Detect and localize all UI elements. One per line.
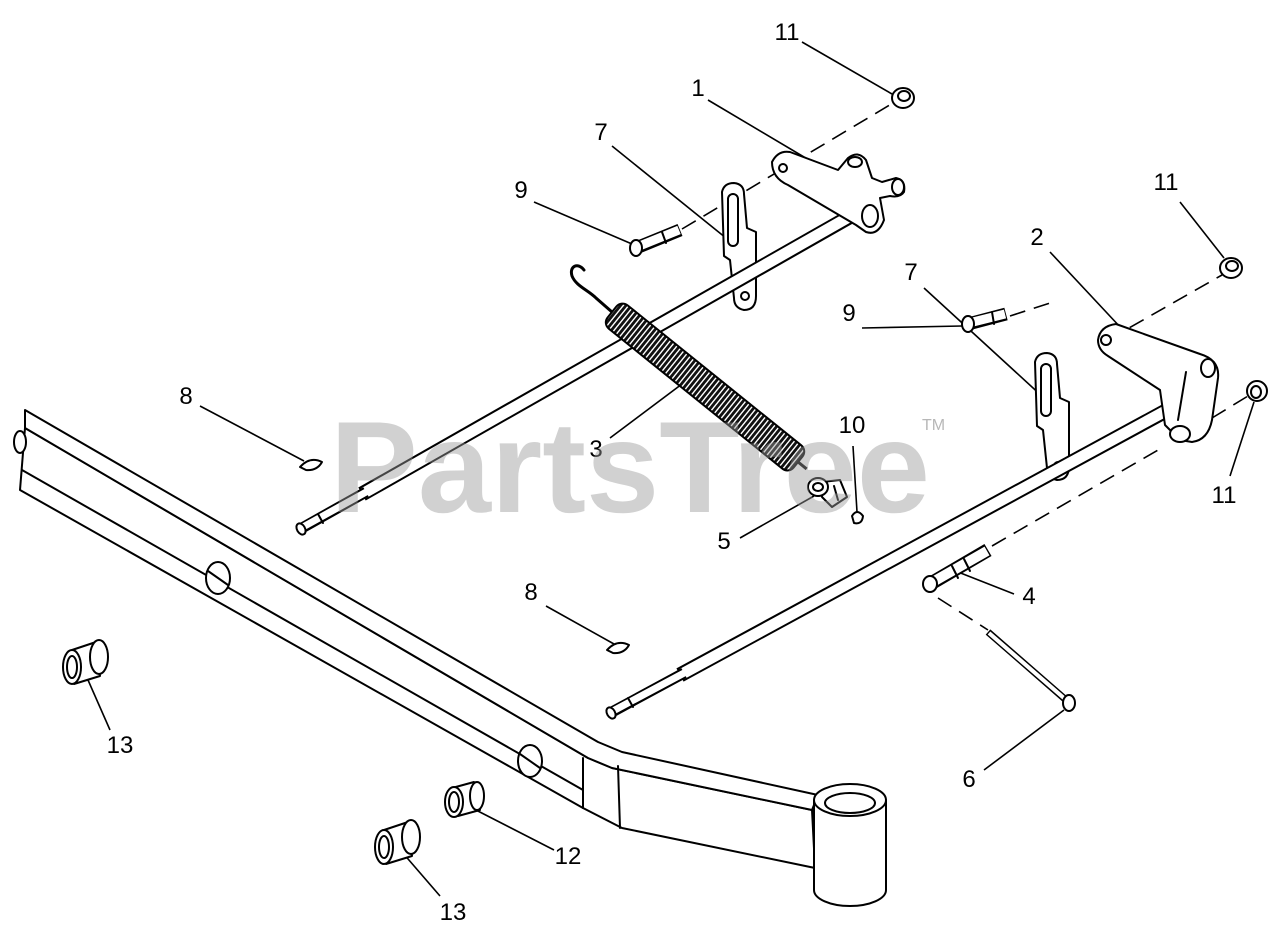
nut-11 (1246, 380, 1268, 402)
leader-line (533, 201, 633, 245)
rod-upper (295, 205, 862, 536)
pivot-pin (922, 543, 992, 593)
pivot-bracket-1 (771, 150, 906, 234)
leader-line (611, 145, 727, 239)
leader-line (199, 405, 305, 462)
spring-tail (797, 460, 808, 471)
leader-line (923, 287, 1045, 399)
leader-line (852, 445, 858, 513)
rod-tip (605, 706, 617, 720)
callout-13: 13 (107, 732, 134, 759)
rod-tip (295, 522, 307, 536)
frame-edge-line (21, 469, 584, 791)
frame-top-face (24, 409, 819, 811)
frame-slot-hole (517, 744, 543, 778)
leader-line (983, 709, 1065, 771)
leader-line (545, 605, 615, 645)
callout-5: 5 (717, 528, 730, 555)
alignment-line (1211, 395, 1249, 419)
leader-line (1229, 401, 1255, 477)
callout-9: 9 (842, 300, 855, 327)
alignment-line (1107, 274, 1223, 341)
leader-line (609, 377, 691, 439)
alignment-line (1009, 302, 1051, 317)
callout-9: 9 (514, 177, 527, 204)
callout-1: 1 (691, 75, 704, 102)
leader-line (401, 851, 441, 897)
pivot-tube (813, 783, 887, 907)
frame-slot-hole (13, 430, 27, 454)
alignment-line (937, 597, 989, 631)
callout-2: 2 (1030, 224, 1043, 251)
leader-line (861, 325, 963, 329)
rod-groove (627, 697, 634, 708)
leader-line (739, 495, 815, 539)
alignment-line (681, 102, 894, 230)
callout-8: 8 (524, 579, 537, 606)
callout-11: 11 (1212, 482, 1237, 509)
callout-10: 10 (839, 412, 866, 439)
leader-line (87, 679, 111, 731)
alignment-line (991, 445, 1166, 547)
rod-taper-body (301, 487, 370, 531)
leader-line (957, 571, 1015, 595)
alignment-lines (681, 102, 1249, 631)
pivot-bracket-2 (1097, 323, 1220, 443)
leader-line (801, 41, 893, 95)
callout-11: 11 (1154, 169, 1179, 196)
spring-adjuster (807, 477, 848, 508)
leader-line (1179, 201, 1225, 259)
callout-8: 8 (179, 383, 192, 410)
pin-upper (629, 223, 683, 257)
rod-body (679, 396, 1187, 679)
pin-lower (961, 307, 1008, 333)
callout-6: 6 (962, 766, 975, 793)
hair-clip (299, 458, 323, 472)
bushing-13 (62, 639, 109, 685)
watermark-text: PartsTree (330, 394, 930, 540)
callout-labels: 11 1 7 9 11 2 7 9 8 3 10 5 11 4 8 6 13 1… (107, 19, 1237, 926)
long-pin (985, 629, 1076, 712)
callout-11: 11 (775, 19, 800, 46)
spring-clip (851, 511, 864, 525)
callout-12: 12 (555, 843, 582, 870)
bushing-13 (374, 819, 421, 865)
spring-hook (569, 264, 614, 314)
rod-taper-body (611, 668, 688, 715)
callout-3: 3 (589, 436, 602, 463)
leader-line (471, 807, 555, 851)
watermark: PartsTree TM (330, 394, 945, 540)
frame-slot-hole (205, 561, 231, 595)
nut-11 (891, 87, 915, 109)
callout-4: 4 (1022, 583, 1035, 610)
nut-11 (1219, 257, 1243, 279)
hair-clip (606, 641, 630, 655)
callout-7: 7 (904, 259, 917, 286)
rod-groove (317, 513, 324, 524)
tension-spring (569, 264, 808, 472)
rod-lower (605, 393, 1190, 720)
rod-body (361, 208, 859, 498)
frame-bar (13, 409, 819, 869)
frame-bend-line (617, 765, 621, 829)
callout-13: 13 (440, 899, 467, 926)
watermark-trademark: TM (922, 417, 945, 434)
callout-7: 7 (594, 119, 607, 146)
bushing-12 (444, 781, 485, 818)
